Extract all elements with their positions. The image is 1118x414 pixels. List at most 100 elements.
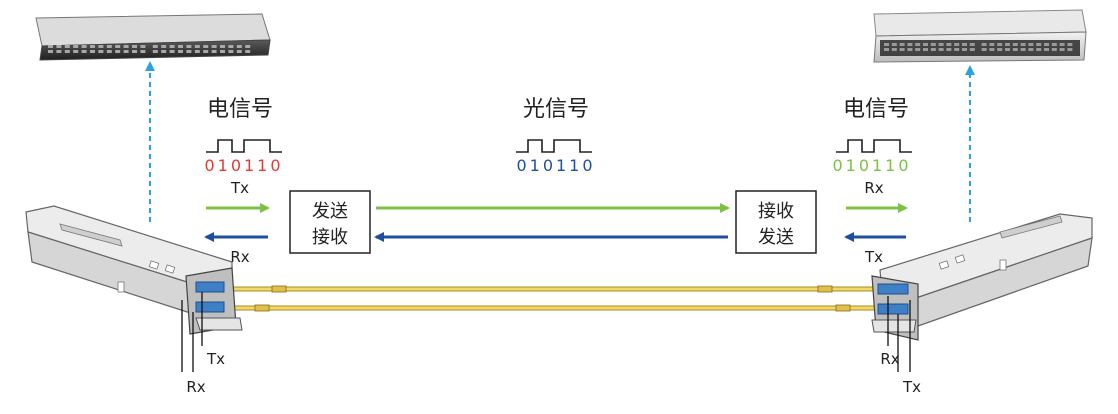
right-module-tx-label: Tx [902,378,921,396]
device-port [1028,48,1034,51]
device-port [1036,43,1042,46]
switch-port [211,50,217,53]
device-port [969,43,975,46]
device-port [1005,43,1010,46]
device-port [989,48,995,51]
right-device-icon [873,9,1087,63]
right-module-icon [871,213,1093,372]
switch-port [90,45,95,48]
switch-port [81,45,87,48]
switch-port [228,45,234,48]
device-port [923,48,928,51]
device-port [1059,48,1065,51]
switch-port [106,45,112,48]
device-port [1020,48,1026,51]
switch-port [140,50,146,53]
right-transceiver-box: 接收 发送 [735,190,817,254]
switch-port [245,50,251,53]
switch-port [245,45,251,48]
device-port [938,48,944,51]
device-port [989,43,995,46]
right-rx-label: Rx [864,179,883,197]
right-box-send-label: 发送 [758,227,794,248]
right-tx-label: Tx [864,248,883,266]
switch-port [123,50,129,53]
left-tx-label: Tx [230,179,249,197]
device-port [899,43,905,46]
switch-port [169,50,175,53]
right-module-rx-label: Rx [880,350,899,368]
switch-port [236,50,242,53]
device-port [1036,48,1042,51]
switch-port [56,45,62,48]
bits-left: 010110 [204,156,283,175]
switch-port [152,45,158,48]
switch-port [169,45,175,48]
left-box-receive-label: 接收 [312,227,348,248]
device-port [930,48,936,51]
switch-port [115,45,121,48]
device-port [915,48,921,51]
electric-signal-right-label: 电信号 [843,97,909,122]
switch-port [48,45,53,48]
switch-port [211,45,217,48]
device-port [954,48,960,51]
device-port [997,43,1003,46]
device-port [946,43,952,46]
switch-port [236,45,242,48]
left-device-icon [35,13,271,61]
device-port [907,43,913,46]
switch-port [115,50,121,53]
switch-port [132,45,137,48]
device-port [954,43,960,46]
switch-port [132,50,137,53]
switch-port [56,50,62,53]
device-port [884,48,889,51]
device-port [1067,48,1073,51]
switch-port [194,50,200,53]
switch-port [194,45,200,48]
switch-port [161,45,167,48]
switch-port [48,50,53,53]
switch-port [123,45,129,48]
center-waveform-icon [516,139,592,153]
device-port [891,48,897,51]
switch-port [203,45,209,48]
device-port [946,48,952,51]
device-port [1028,43,1034,46]
device-port [981,48,987,51]
switch-port [178,45,183,48]
switch-port [64,50,70,53]
device-port [981,43,987,46]
bits-center: 010110 [516,156,595,175]
device-port [884,43,889,46]
switch-port [81,50,87,53]
device-port [1044,43,1049,46]
device-port [1051,48,1057,51]
switch-port [98,45,104,48]
left-module-rx-label: Rx [186,378,205,396]
device-port [915,43,921,46]
device-port [930,43,936,46]
switch-port [73,45,79,48]
switch-port [98,50,104,53]
switch-port [161,50,167,53]
switch-port [186,50,192,53]
device-port [1067,43,1073,46]
switch-port [106,50,112,53]
left-module-icon [25,205,243,372]
device-port [899,48,905,51]
device-port [1012,48,1018,51]
switch-port [203,50,209,53]
optical-signal-label: 光信号 [523,97,589,122]
left-rx-label: Rx [230,248,249,266]
switch-port [90,50,95,53]
fiber-cables [226,285,880,312]
right-waveform-icon [836,139,912,153]
left-transceiver-box: 发送 接收 [289,190,371,254]
switch-port [73,50,79,53]
switch-port [228,50,234,53]
device-port [962,48,967,51]
